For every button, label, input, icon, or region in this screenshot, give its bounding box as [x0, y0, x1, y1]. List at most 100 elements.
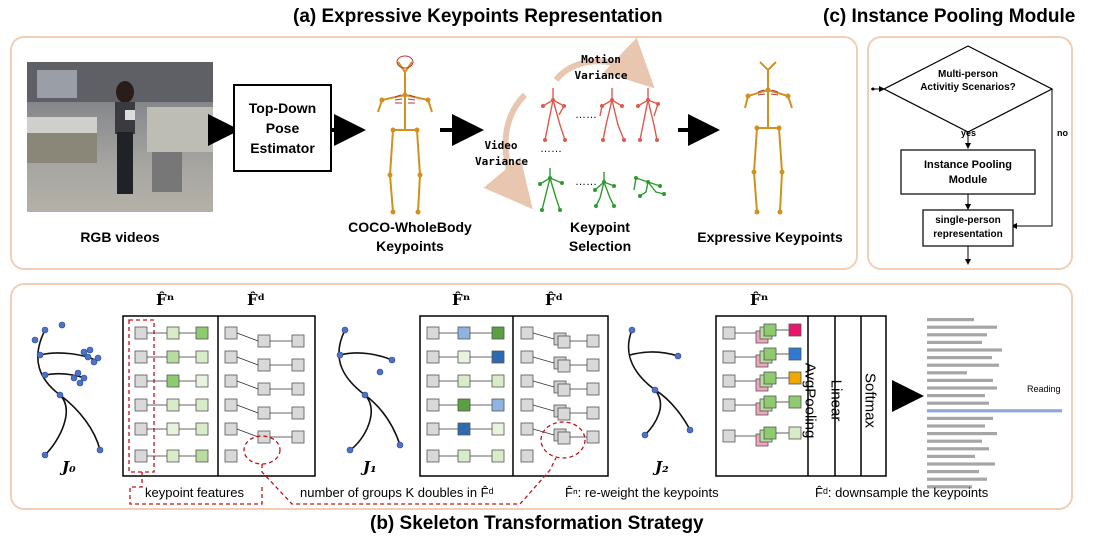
section-a-title: (a) Expressive Keypoints Representation: [293, 6, 663, 27]
feature-cell: [166, 398, 180, 412]
feature-cell: [586, 334, 600, 348]
fn-label-3: F̂ⁿ: [750, 291, 769, 309]
feature-cell: [557, 431, 571, 445]
feature-cell: [426, 350, 440, 364]
feature-cell: [134, 326, 148, 340]
avgpooling-label: AvgPooling: [801, 362, 819, 439]
feature-cell: [457, 398, 471, 412]
feature-cell: [291, 382, 305, 396]
class-bar: [927, 318, 974, 322]
motion-variance-arc: [553, 37, 655, 89]
feature-cell: [457, 449, 471, 463]
j0-label: J₀: [62, 458, 76, 476]
feature-cell: [457, 350, 471, 364]
feature-cell: [224, 449, 238, 463]
class-bar: [927, 454, 975, 458]
feature-arrow: [236, 332, 259, 342]
feature-arrow: [532, 380, 555, 388]
feature-cell: [224, 350, 238, 364]
class-bar: [927, 401, 989, 405]
feature-cell: [557, 335, 571, 349]
reading-bar: [927, 409, 1062, 413]
video-variance-arc: [483, 92, 533, 210]
feature-cell: [166, 326, 180, 340]
feature-block-2: [419, 315, 609, 477]
keypoint-features-callout: [129, 472, 263, 505]
feature-cell: [134, 449, 148, 463]
feature-cell: [491, 374, 505, 388]
feature-cell: [763, 426, 777, 440]
vertical-ellipsis: ……: [540, 143, 562, 155]
class-bar: [927, 477, 987, 481]
feature-cell: [763, 323, 777, 337]
class-bar: [927, 432, 997, 436]
panel-b: [10, 283, 1073, 510]
single-person-box: [922, 209, 1014, 247]
panel-c-graphics: [871, 45, 1054, 265]
feature-cell: [134, 422, 148, 436]
panel-a: [10, 36, 858, 270]
linear-label: Linear: [827, 379, 845, 422]
feature-cell: [520, 398, 534, 412]
feature-arrow: [236, 404, 259, 414]
feature-arrow: [236, 356, 259, 366]
feature-cell: [426, 326, 440, 340]
no-label: no: [1057, 128, 1068, 138]
class-bar: [927, 363, 999, 367]
feature-cell: [134, 374, 148, 388]
feature-cell: [291, 406, 305, 420]
class-bar: [927, 416, 993, 420]
green-ellipsis: ……: [575, 176, 597, 188]
feature-cell: [257, 358, 271, 372]
feature-cell: [166, 350, 180, 364]
j2-label: J₂: [655, 458, 669, 476]
class-bar: [927, 371, 967, 375]
feature-cell: [520, 326, 534, 340]
feature-cell: [491, 422, 505, 436]
feature-cell: [722, 429, 736, 443]
feature-arrow: [532, 356, 555, 364]
feature-arrow: [236, 428, 259, 438]
feature-cell: [557, 407, 571, 421]
feature-cell: [195, 449, 209, 463]
class-bar: [927, 439, 982, 443]
feature-cell: [166, 449, 180, 463]
feature-cell: [722, 326, 736, 340]
class-bar: [927, 462, 995, 466]
feature-cell: [224, 374, 238, 388]
expressive-keypoints: [745, 87, 791, 215]
class-bar: [927, 325, 997, 329]
feature-cell: [520, 374, 534, 388]
feature-cell: [788, 371, 802, 385]
feature-cell: [491, 350, 505, 364]
coco-wholebody-label: COCO-WholeBody Keypoints: [348, 219, 472, 254]
j0-keypoints: [31, 321, 104, 459]
feature-cell: [291, 358, 305, 372]
softmax-label: Softmax: [861, 372, 879, 429]
feature-arrow: [532, 332, 555, 340]
feature-cell: [557, 383, 571, 397]
fn-label-2: F̂ⁿ: [452, 291, 471, 309]
j1-skeleton: [338, 329, 401, 451]
feature-cell: [291, 334, 305, 348]
reading-label: Reading: [1027, 384, 1061, 394]
rgb-scene-illustration: [27, 62, 213, 194]
class-bar: [927, 378, 993, 382]
feature-cell: [457, 422, 471, 436]
feature-cell: [763, 395, 777, 409]
feature-cell: [788, 347, 802, 361]
groups-note: number of groups K doubles in F̂ᵈ: [300, 485, 494, 500]
feature-cell: [491, 449, 505, 463]
fd-label-1: F̂ᵈ: [247, 291, 266, 309]
feature-cell: [224, 398, 238, 412]
feature-cell: [257, 334, 271, 348]
feature-cell: [457, 326, 471, 340]
feature-cell: [586, 430, 600, 444]
feature-arrow: [532, 404, 555, 412]
feature-cell: [586, 382, 600, 396]
expressive-hand-keypoints: [757, 89, 779, 96]
feature-cell: [195, 374, 209, 388]
feature-cell: [224, 326, 238, 340]
feature-cell: [195, 350, 209, 364]
